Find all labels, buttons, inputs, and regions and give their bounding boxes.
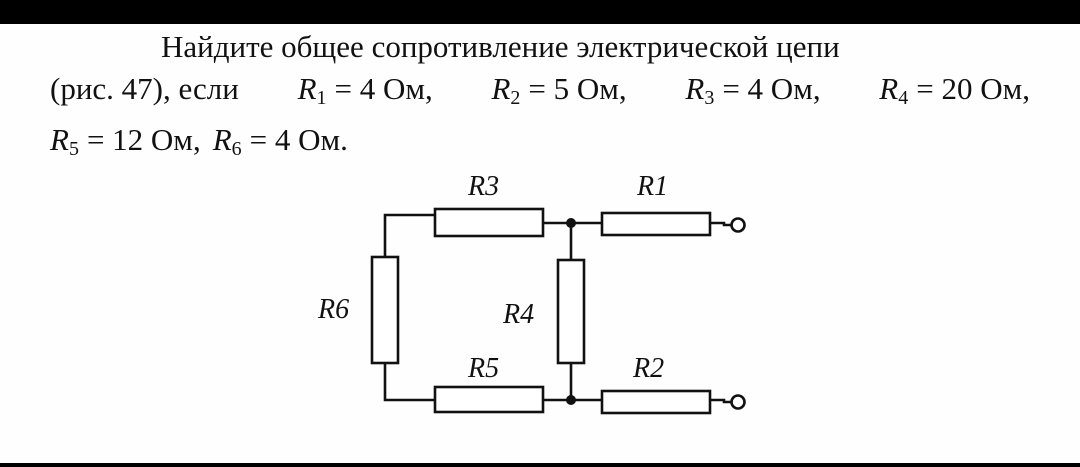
- problem-line-2: (рис. 47), если R1= 4 Ом, R2= 5 Ом, R3= …: [50, 68, 1030, 119]
- problem-text: Найдите общее сопротивление электрическо…: [50, 26, 1030, 170]
- wire-top-right: [710, 221, 732, 227]
- junction-bottom: [566, 395, 576, 405]
- terminal-top: [730, 217, 746, 233]
- resistor-r6: [370, 255, 400, 365]
- value-r4: R4= 20 Ом,: [879, 71, 1030, 109]
- value-r2: R2= 5 Ом,: [491, 71, 627, 109]
- label-r6: R6: [317, 294, 349, 325]
- junction-top: [566, 218, 576, 228]
- resistor-r1: [600, 211, 712, 237]
- problem-line-1-text: Найдите общее сопротивление электрическо…: [161, 29, 840, 64]
- resistor-r4: [556, 258, 586, 365]
- value-r5: R5= 12 Ом,: [50, 122, 201, 160]
- problem-line-3: R5= 12 Ом, R6= 4 Ом.: [50, 119, 1030, 170]
- resistor-r2: [600, 389, 712, 415]
- value-r6: R6= 4 Ом.: [212, 122, 348, 160]
- wire-bottom-right: [710, 398, 732, 404]
- circuit-diagram: R3 R1 R6 R4 R5 R2: [317, 171, 746, 415]
- label-r2: R2: [632, 353, 664, 384]
- label-r4: R4: [502, 299, 534, 330]
- label-r1: R1: [636, 171, 668, 202]
- label-r5: R5: [467, 353, 499, 384]
- label-r3: R3: [467, 171, 499, 202]
- top-black-bar: [0, 0, 1080, 24]
- problem-line-1: Найдите общее сопротивление электрическо…: [50, 26, 1030, 68]
- value-r3: R3= 4 Ом,: [685, 71, 821, 109]
- wire-top-left: [383, 213, 435, 257]
- resistor-r3: [433, 207, 545, 238]
- wire-bottom-left: [383, 363, 435, 402]
- terminal-bottom: [730, 394, 746, 410]
- value-r1: R1= 4 Ом,: [297, 71, 433, 109]
- resistor-r5: [433, 385, 545, 414]
- bottom-black-bar: [0, 463, 1080, 467]
- problem-line-2-prefix: (рис. 47), если: [50, 71, 239, 106]
